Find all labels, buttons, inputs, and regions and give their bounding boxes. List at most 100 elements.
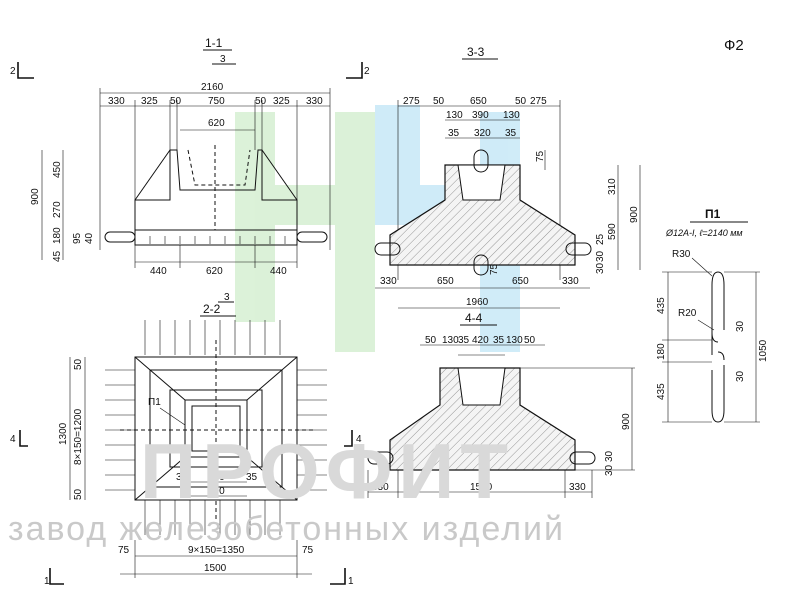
section-2-2-sheet: 3 [224,292,230,303]
v22-in-490: 490 [208,486,225,497]
v44-top-7: 50 [524,335,536,346]
v44-top-1: 50 [425,335,437,346]
v11-bottom-2: 620 [206,266,223,277]
detail-r20: R20 [678,308,697,319]
v33-b-3: 650 [512,276,529,287]
v22-b-75b: 75 [302,545,314,556]
v33-r-30a: 30 [595,250,606,262]
cut-2-right: 2 [364,66,370,77]
detail-spec: Ø12А-I, ℓ=2140 мм [665,228,743,238]
detail-r30: R30 [672,249,691,260]
v44-b-3: 330 [569,482,586,493]
v11-left-450: 450 [52,161,63,178]
detail-d-435a: 435 [656,297,667,314]
v33-b-4: 330 [562,276,579,287]
watermark-brand: ПРОФИТ [140,427,514,515]
detail-d-30a: 30 [735,320,746,332]
v11-top-4: 750 [208,96,225,107]
v33-r-310: 310 [607,178,618,195]
v11-left-900: 900 [30,188,41,205]
v33-in1-3: 130 [503,110,520,121]
cut-1-left: 1 [44,576,50,587]
v11-top-5: 50 [255,96,267,107]
v11-top-2: 325 [141,96,158,107]
cut-4-left: 4 [10,434,16,445]
v33-r-25: 25 [595,233,606,245]
v11-top-1: 330 [108,96,125,107]
v11-bottom-3: 440 [270,266,287,277]
v33-r-75b: 75 [489,263,500,275]
v33-in2-3: 35 [505,128,517,139]
v33-overall: 1960 [466,297,489,308]
detail-d-1050: 1050 [758,339,769,362]
v33-r-590: 590 [607,223,618,240]
v11-top-7: 330 [306,96,323,107]
v33-r-900: 900 [629,206,640,223]
v11-left-95: 95 [72,232,83,244]
section-3-3-label: 3-3 [467,45,485,59]
v33-b-1: 330 [380,276,397,287]
sheet-code: Ф2 [724,37,744,54]
v22-left-50a: 50 [73,358,84,370]
v22-b-75a: 75 [118,545,130,556]
v11-overall: 2160 [201,82,224,93]
v33-in1-2: 390 [472,110,489,121]
v44-top-2: 130 [442,335,459,346]
v22-tag: П1 [148,397,161,408]
v33-r-30b: 30 [595,262,606,274]
v22-in-35a: 35 [176,472,188,483]
v22-left-1300: 1300 [58,422,69,445]
watermark-line: завод железобетонных изделий [8,510,565,548]
section-1-1-sheet: 3 [220,54,226,65]
v11-left-270: 270 [52,201,63,218]
v33-top-3: 650 [470,96,487,107]
v11-left-40: 40 [84,232,95,244]
v33-top-5: 275 [530,96,547,107]
detail-p1: П1 Ø12А-I, ℓ=2140 мм R30 R20 435 180 435… [656,207,769,423]
v22-left-50b: 50 [73,488,84,500]
v44-top-3: 35 [458,335,470,346]
section-2-2-label: 2-2 [203,302,221,316]
v44-r-900: 900 [621,413,632,430]
v33-b-2: 650 [437,276,454,287]
detail-d-180: 180 [656,343,667,360]
v33-r-75: 75 [535,150,546,162]
v11-bottom-1: 440 [150,266,167,277]
cut-4-right: 4 [356,434,362,445]
v22-left-8x150: 8×150=1200 [73,408,84,465]
v44-top-6: 130 [506,335,523,346]
section-1-1: 1-1 3 2 2 2160 330 325 50 750 50 325 330… [10,36,370,277]
v33-top-2: 50 [433,96,445,107]
section-4-4-label: 4-4 [465,311,483,325]
v11-left-45: 45 [52,250,63,262]
v44-r-30a: 30 [604,450,615,462]
v44-b-2: 1500 [470,482,493,493]
v11-socket: 620 [208,118,225,129]
section-3-3: 3-3 275 50 650 50 275 130 390 130 35 320… [374,45,641,309]
detail-d-30b: 30 [735,370,746,382]
section-1-1-label: 1-1 [205,36,223,50]
v33-top-4: 50 [515,96,527,107]
v44-top-5: 35 [493,335,505,346]
v11-left-180: 180 [52,227,63,244]
v22-in-35b: 35 [246,472,258,483]
cut-2-left: 2 [10,66,16,77]
v22-overall: 1500 [204,563,227,574]
v22-in-420: 420 [208,472,225,483]
v11-top-3: 50 [170,96,182,107]
detail-title: П1 [705,207,721,221]
detail-d-435b: 435 [656,383,667,400]
v33-in1-1: 130 [446,110,463,121]
v33-top-1: 275 [403,96,420,107]
v22-b-9x150: 9×150=1350 [188,545,245,556]
cut-1-right: 1 [348,576,354,587]
v33-in2-2: 320 [474,128,491,139]
v44-r-30b: 30 [604,464,615,476]
v44-top-4: 420 [472,335,489,346]
v44-b-1: 330 [372,482,389,493]
v11-top-6: 325 [273,96,290,107]
section-2-2: 2-2 3 [10,292,362,587]
v33-in2-1: 35 [448,128,460,139]
section-4-4: 4-4 50 130 35 420 35 130 50 900 30 30 33… [367,311,635,498]
